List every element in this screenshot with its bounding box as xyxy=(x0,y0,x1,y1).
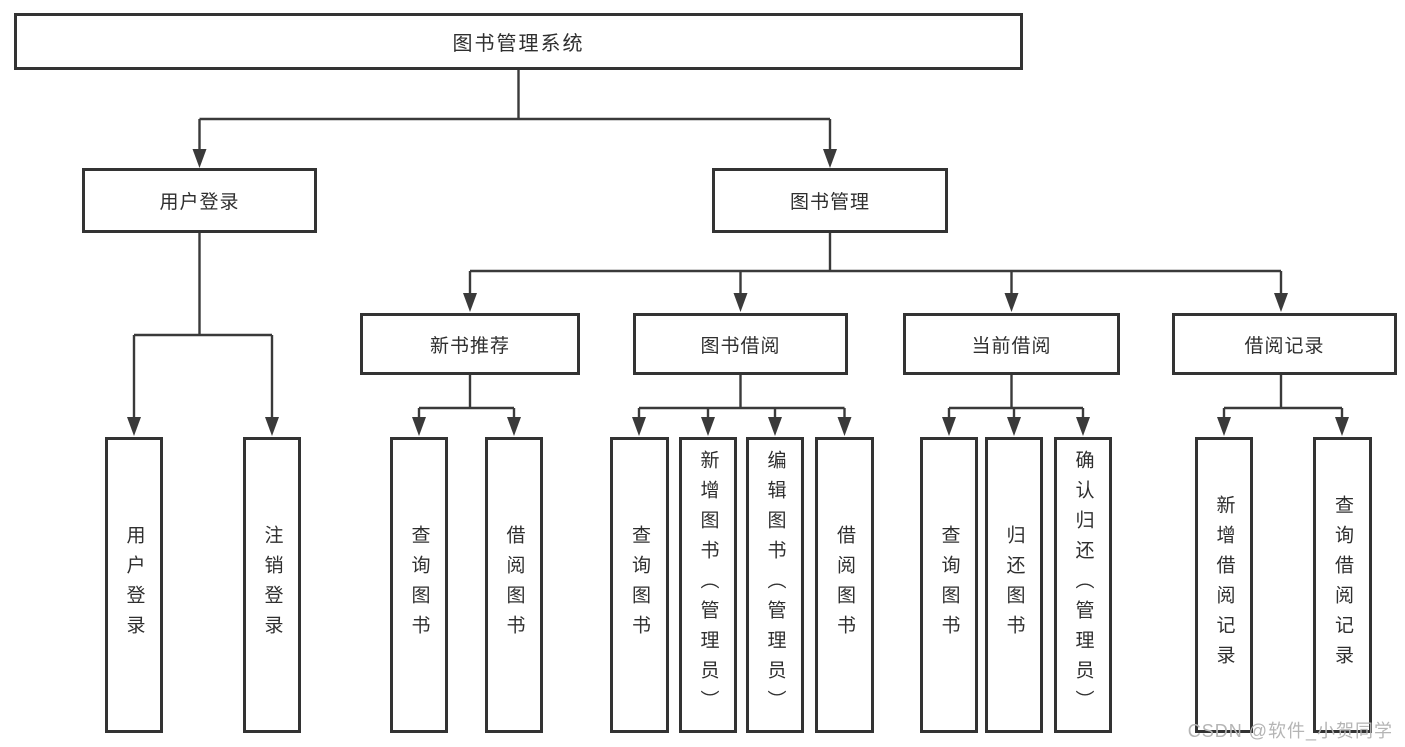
edges-book-management-to-level3 xyxy=(463,233,1288,312)
edges-user-login-to-leaves xyxy=(127,233,279,436)
node-user-login-label: 用户登录 xyxy=(159,192,240,213)
leaf-add-book-admin: 新增图书（管理员） xyxy=(679,437,737,733)
node-new-book-recommend-label: 新书推荐 xyxy=(429,335,510,357)
watermark-text: CSDN @软件_小贺同学 xyxy=(1187,721,1393,741)
node-root-label: 图书管理系统 xyxy=(452,33,585,55)
node-new-book-recommend: 新书推荐 xyxy=(360,313,580,375)
leaf-query-book-current: 查询图书 xyxy=(920,437,978,733)
node-book-borrow: 图书借阅 xyxy=(633,313,848,375)
leaf-query-borrow-record: 查询借阅记录 xyxy=(1313,437,1372,733)
node-book-management: 图书管理 xyxy=(712,168,948,233)
node-borrow-records-label: 借阅记录 xyxy=(1244,335,1325,357)
leaf-query-book-recommend: 查询图书 xyxy=(390,437,448,733)
node-current-borrow-label: 当前借阅 xyxy=(971,335,1052,357)
leaf-return-book: 归还图书 xyxy=(985,437,1043,733)
leaf-borrow-book-borrow: 借阅图书 xyxy=(815,437,874,733)
edges-new-book-recommend-to-leaves xyxy=(412,375,521,436)
leaf-user-login: 用户登录 xyxy=(105,437,163,733)
leaf-query-book-borrow: 查询图书 xyxy=(610,437,669,733)
node-user-login: 用户登录 xyxy=(82,168,317,233)
leaf-borrow-book-recommend: 借阅图书 xyxy=(485,437,543,733)
leaf-logout: 注销登录 xyxy=(243,437,301,733)
edges-book-borrow-to-leaves xyxy=(632,375,852,436)
node-book-borrow-label: 图书借阅 xyxy=(700,335,781,357)
leaf-add-borrow-record: 新增借阅记录 xyxy=(1195,437,1253,733)
node-book-management-label: 图书管理 xyxy=(789,192,870,213)
node-borrow-records: 借阅记录 xyxy=(1172,313,1397,375)
leaf-edit-book-admin: 编辑图书（管理员） xyxy=(746,437,804,733)
edges-borrow-records-to-leaves xyxy=(1217,375,1349,436)
leaf-confirm-return-admin: 确认归还（管理员） xyxy=(1054,437,1112,733)
node-root: 图书管理系统 xyxy=(14,13,1023,70)
node-current-borrow: 当前借阅 xyxy=(903,313,1120,375)
edges-root-to-level2 xyxy=(192,70,837,168)
edges-current-borrow-to-leaves xyxy=(942,375,1090,436)
